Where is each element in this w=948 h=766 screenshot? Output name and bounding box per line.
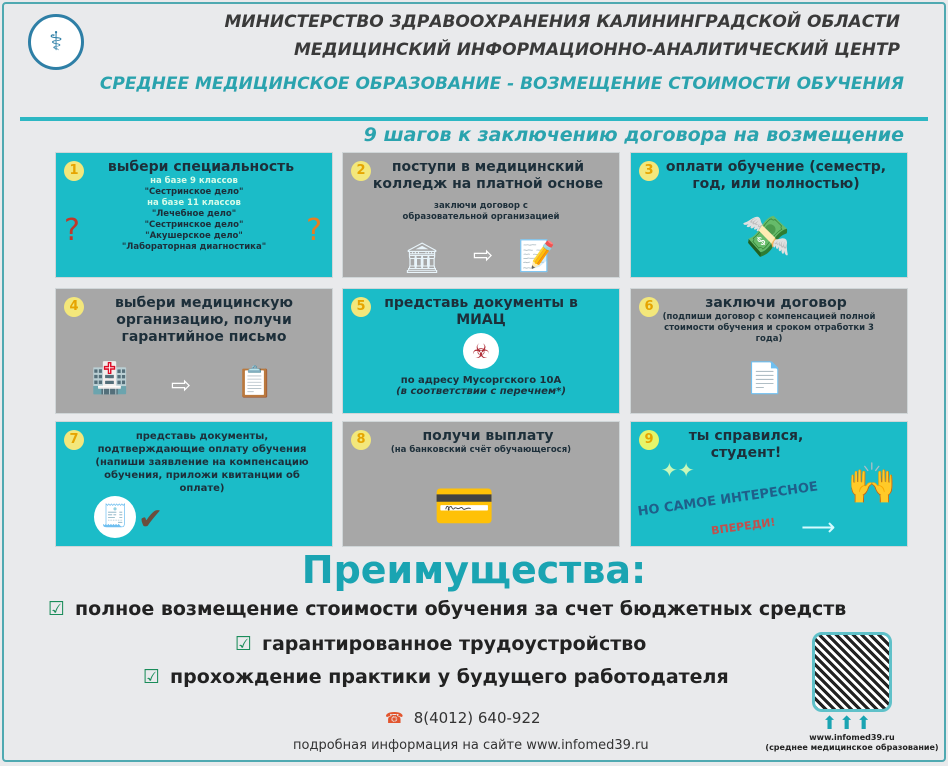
divider (20, 117, 928, 121)
step-line: "Сестринское дело" (144, 220, 244, 230)
hospital-icon: 🏥 (91, 361, 129, 396)
advantage-item: ☑ прохождение практики у будущего работод… (143, 666, 729, 688)
college-building-icon: 🏛 (403, 241, 442, 276)
step-card-8: 8 получи выплату (на банковский счёт обу… (342, 421, 620, 547)
check-icon: ☑ (235, 633, 253, 655)
step-title: выбери медицинскую организацию, получи г… (115, 295, 293, 345)
qr-code[interactable] (812, 632, 892, 712)
advantages-title: Преимущества: (301, 548, 647, 592)
header-line2: МЕДИЦИНСКИЙ ИНФОРМАЦИОННО-АНАЛИТИЧЕСКИЙ … (293, 40, 900, 60)
step-number: 4 (64, 297, 84, 317)
step-title: оплати обучение (семестр, год, или полно… (665, 159, 887, 192)
qr-subcaption: (среднее медицинское образование) (765, 743, 939, 752)
step-title: представь документы в МИАЦ (384, 295, 578, 328)
step-line: "Лабораторная диагностика" (121, 242, 267, 252)
step-subtitle: (подпиши договор с компенсацией полной с… (662, 312, 876, 344)
letter-icon: 📋 (236, 365, 274, 400)
signing-document-icon: 📄 (746, 361, 784, 396)
steps-title: 9 шагов к заключению договора на возмеще… (363, 124, 904, 146)
advantage-text: полное возмещение стоимости обучения за … (75, 598, 847, 620)
check-icon: ☑ (48, 598, 66, 620)
qr-caption: www.infomed39.ru(среднее медицинское обр… (758, 733, 946, 753)
step-line: "Акушерское дело" (145, 231, 243, 241)
step-number: 2 (351, 161, 371, 181)
step-line: на базе 9 классов (150, 176, 238, 186)
happy-student-icon: 🙌 (847, 461, 897, 507)
step-title: представь документы, подтверждающие опла… (95, 431, 309, 494)
step-number: 6 (639, 297, 659, 317)
step-number: 7 (64, 430, 84, 450)
advantage-text: прохождение практики у будущего работода… (170, 666, 729, 688)
checkmark-icon: ✔ (138, 502, 164, 537)
check-icon: ☑ (143, 666, 161, 688)
receipt-icon: 🧾 (94, 496, 136, 538)
step-note: (в соответствии с перечнем*) (396, 386, 566, 397)
step-card-1: 1 выбери специальность на базе 9 классов… (55, 152, 333, 278)
step-line: "Сестринское дело" (144, 187, 244, 197)
qr-url[interactable]: www.infomed39.ru (809, 733, 895, 742)
step-title: поступи в медицинский колледж на платной… (372, 159, 604, 192)
step-number: 1 (64, 161, 84, 181)
step-card-9: 9 ты справился, студент! ✦✦ НО САМОЕ ИНТ… (630, 421, 908, 547)
slogan: НО САМОЕ ИНТЕРЕСНОЕ (636, 479, 819, 520)
step-card-7: 7 представь документы, подтверждающие оп… (55, 421, 333, 547)
header-line1: МИНИСТЕРСТВО ЗДРАВООХРАНЕНИЯ КАЛИНИНГРАД… (224, 12, 901, 32)
step-subtitle: заключи договор с образовательной органи… (402, 201, 560, 222)
arrow-right-icon: ⇨ (473, 241, 494, 269)
step-title: заключи договор (705, 295, 847, 311)
phone-icon: ☎ (385, 709, 404, 727)
miac-emblem-icon: ☣ (463, 333, 499, 369)
step-card-5: 5 представь документы в МИАЦ ☣ по адресу… (342, 288, 620, 414)
slogan-accent: ВПЕРЕДИ! (710, 515, 777, 538)
step-number: 3 (639, 161, 659, 181)
step-card-6: 6 заключи договор (подпиши договор с ком… (630, 288, 908, 414)
step-title: выбери специальность (107, 159, 295, 175)
sparkles-icon: ✦✦ (661, 458, 695, 482)
bank-cards-icon: 💳 (433, 477, 496, 535)
step-line: "Лечебное дело" (151, 209, 237, 219)
ministry-logo-icon: ⚕ (28, 14, 84, 70)
phone-number[interactable]: 8(4012) 640-922 (413, 709, 541, 727)
step-card-2: 2 поступи в медицинский колледж на платн… (342, 152, 620, 278)
advantage-item: ☑ гарантированное трудоустройство (235, 633, 646, 655)
up-arrows-icon: ⬆⬆⬆ (822, 713, 874, 734)
step-number: 8 (351, 430, 371, 450)
header-line3: СРЕДНЕЕ МЕДИЦИНСКОЕ ОБРАЗОВАНИЕ - ВОЗМЕЩ… (99, 74, 904, 94)
money-hands-icon: 💸 (741, 214, 791, 260)
step-title: ты справился, студент! (688, 428, 804, 461)
step-number: 5 (351, 297, 371, 317)
step-card-4: 4 выбери медицинскую организацию, получи… (55, 288, 333, 414)
arrow-right-icon: ⟶ (801, 513, 836, 541)
step-line: на базе 11 классов (147, 198, 241, 208)
phone: ☎ 8(4012) 640-922 (385, 709, 541, 727)
advantage-item: ☑ полное возмещение стоимости обучения за… (48, 598, 846, 620)
step-title: получи выплату (422, 428, 554, 444)
step-card-3: 3 оплати обучение (семестр, год, или пол… (630, 152, 908, 278)
step-subtitle: по адресу Мусоргского 10А (400, 375, 562, 386)
girl-question-icon: ? (64, 213, 80, 248)
step-subtitle: (на банковский счёт обучающегося) (390, 445, 572, 455)
contract-icon: 📝 (518, 239, 556, 274)
site-info[interactable]: подробная информация на сайте www.infome… (293, 738, 649, 753)
arrow-right-icon: ⇨ (171, 371, 192, 399)
advantage-text: гарантированное трудоустройство (262, 633, 647, 655)
boy-question-icon: ? (306, 213, 322, 248)
step-number: 9 (639, 430, 659, 450)
